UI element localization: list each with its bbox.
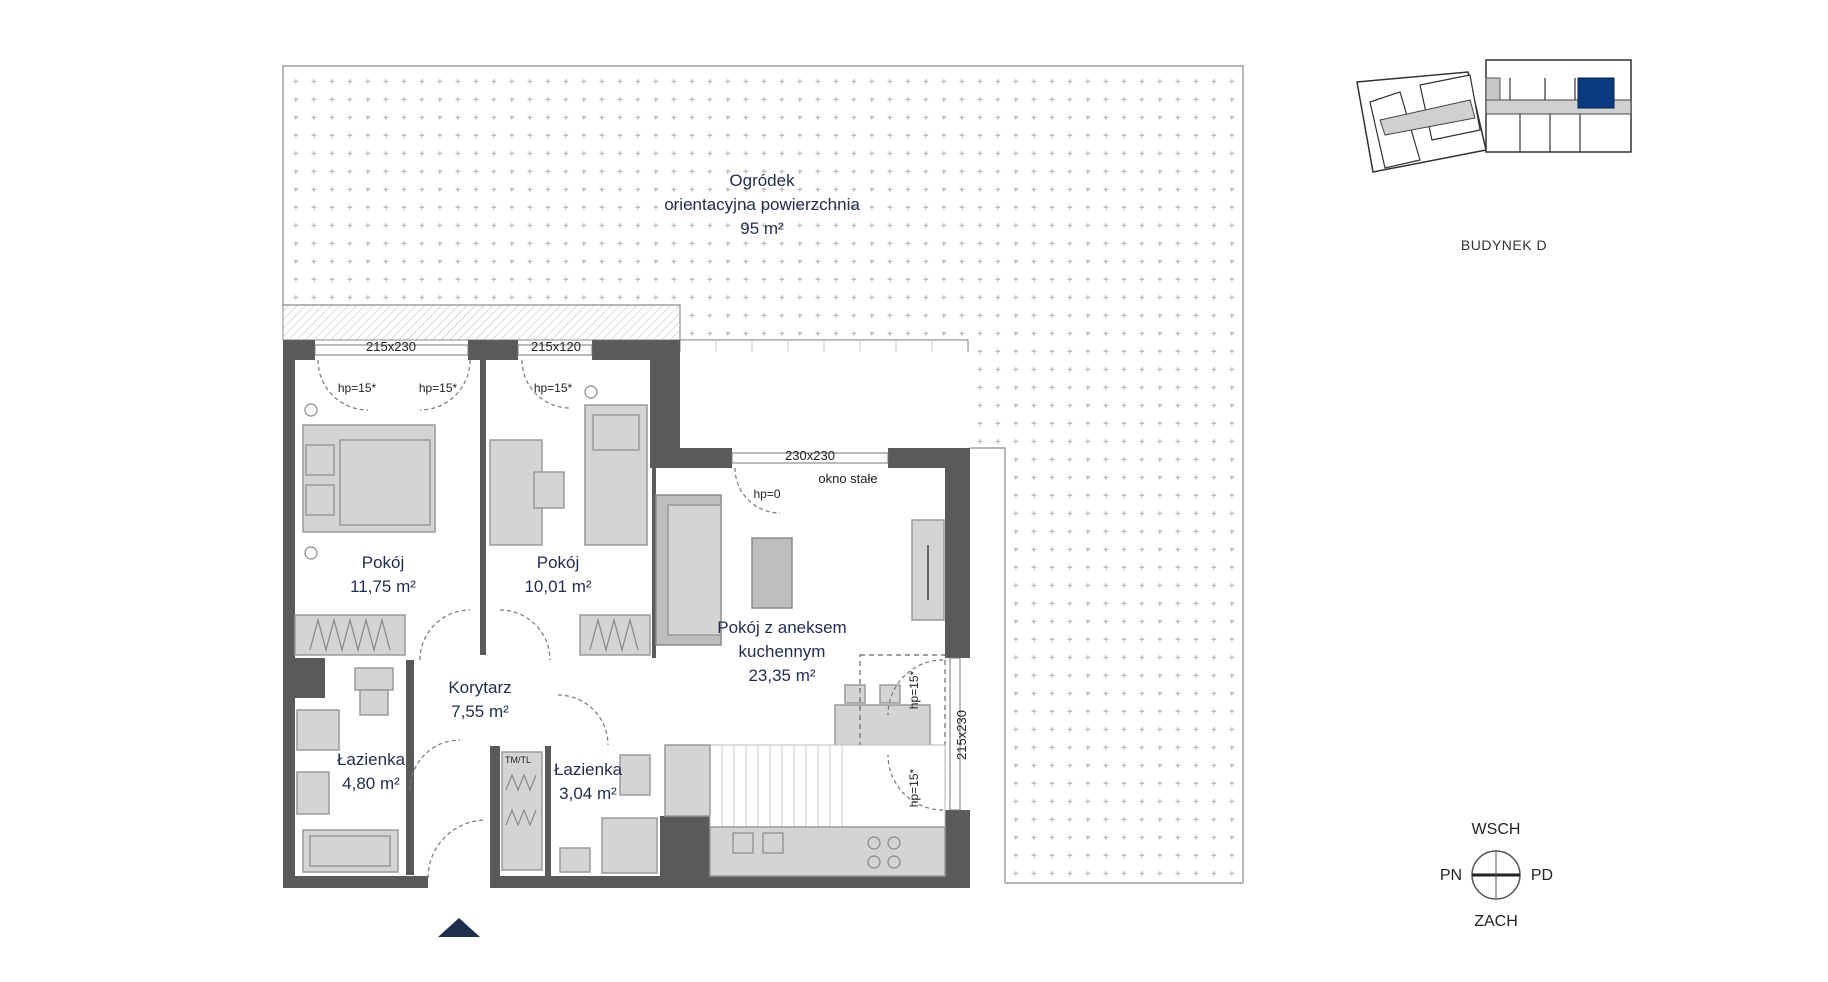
room-bathroom-1-name: Łazienka	[337, 750, 406, 769]
highlighted-unit	[1577, 77, 1615, 109]
room-corridor-area: 7,55 m²	[451, 702, 509, 721]
room-bedroom-2-area: 10,01 m²	[524, 577, 591, 596]
window-bedroom-1-dimension: 215x230	[366, 339, 416, 354]
room-living-area: 23,35 m²	[748, 666, 815, 685]
room-living-name-2: kuchennym	[739, 642, 826, 661]
room-bedroom-2-name: Pokój	[537, 553, 580, 572]
garden-title: Ogródek	[729, 171, 795, 190]
room-bathroom-2-name: Łazienka	[554, 760, 623, 779]
bedroom-1-furniture	[294, 403, 436, 656]
room-living-name-1: Pokój z aneksem	[717, 618, 846, 637]
compass-west-label: PN	[1440, 867, 1462, 884]
kitchen	[664, 744, 946, 877]
bedroom-2-furniture	[489, 385, 651, 656]
garden-subtitle: orientacyjna powierzchnia	[664, 195, 860, 214]
room-bedroom-1-area: 11,75 m²	[350, 577, 416, 596]
sill-height-label: hp=0	[753, 487, 780, 501]
building-key-plan	[1356, 59, 1632, 173]
window-side-dimension: 215x230	[954, 710, 969, 760]
compass-south-label: ZACH	[1474, 913, 1518, 930]
bathroom-1-fixtures	[296, 667, 399, 873]
sill-height-label: hp=15*	[338, 381, 377, 395]
sill-height-label: hp=15*	[534, 381, 573, 395]
windows	[314, 344, 961, 811]
compass-icon	[1471, 850, 1521, 900]
door-swings	[317, 359, 944, 879]
sill-height-label: hp=15*	[907, 768, 921, 807]
fixed-window-label: okno stałe	[818, 471, 877, 486]
window-living-dimension: 230x230	[785, 448, 835, 463]
sill-height-label: hp=15*	[907, 670, 921, 709]
garden-area-value: 95 m²	[740, 219, 784, 238]
living-room-furniture	[655, 494, 946, 806]
room-corridor-name: Korytarz	[448, 678, 511, 697]
walls	[283, 340, 970, 888]
sill-height-label: hp=15*	[419, 381, 458, 395]
bathroom-2-fixtures	[501, 751, 658, 874]
room-bedroom-1-name: Pokój	[362, 553, 405, 572]
compass-east-label: PD	[1531, 867, 1553, 884]
entrance-arrow-icon	[438, 918, 480, 937]
room-bathroom-2-area: 3,04 m²	[559, 784, 617, 803]
room-bathroom-1-area: 4,80 m²	[342, 774, 400, 793]
window-bedroom-2-dimension: 215x120	[531, 339, 581, 354]
washer-dryer-label: TM/TL	[505, 755, 531, 765]
compass-north-label: WSCH	[1472, 821, 1521, 838]
building-label: BUDYNEK D	[1461, 237, 1547, 253]
